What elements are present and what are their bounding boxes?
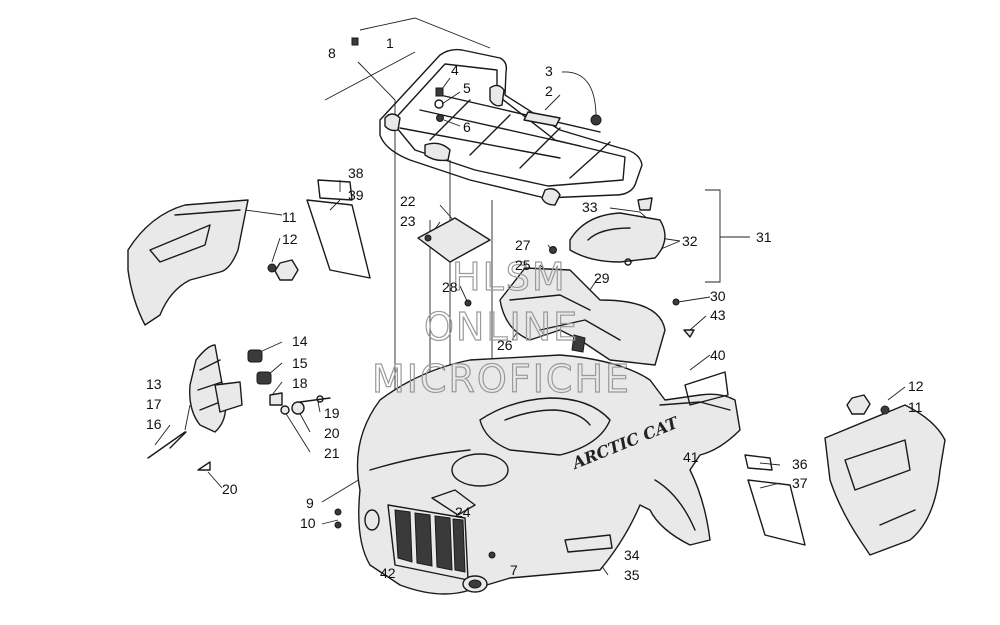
callout-14: 14: [292, 333, 308, 349]
headlight-housing: [189, 344, 243, 433]
callout-13: 13: [146, 376, 162, 392]
callout-31: 31: [756, 229, 772, 245]
callout-11-left: 11: [282, 209, 297, 225]
callout-19: 19: [324, 405, 340, 421]
front-rack: [379, 48, 643, 206]
callout-35: 35: [624, 567, 640, 583]
rack-decal: [523, 111, 561, 127]
front-grille: [387, 504, 469, 581]
callout-29: 29: [594, 270, 610, 286]
callout-42: 42: [380, 565, 396, 581]
right-decals: [744, 454, 806, 546]
callout-18: 18: [292, 375, 308, 391]
callout-4: 4: [451, 62, 459, 78]
callout-12-left: 12: [282, 231, 298, 247]
storage-plate: [417, 217, 491, 263]
callout-6: 6: [463, 119, 471, 135]
callout-33: 33: [582, 199, 598, 215]
callout-16: 16: [146, 416, 162, 432]
callout-22: 22: [400, 193, 416, 209]
left-panel-knob: [267, 259, 299, 281]
headlight-hardware: [147, 349, 331, 471]
body-fasteners: [334, 508, 496, 559]
right-side-panel: [824, 404, 946, 556]
callout-12-right: 12: [908, 378, 924, 394]
left-side-panel: [127, 199, 249, 326]
callout-26: 26: [497, 337, 513, 353]
callout-28: 28: [442, 279, 458, 295]
callout-41: 41: [683, 449, 699, 465]
callout-21: 21: [324, 445, 340, 461]
callout-38: 38: [348, 165, 364, 181]
left-decals: [306, 179, 371, 279]
callout-7: 7: [510, 562, 518, 578]
callout-30: 30: [710, 288, 726, 304]
rack-fasteners: [351, 37, 602, 126]
callout-10: 10: [300, 515, 316, 531]
callout-labels: 1 2 3 4 5 6 7 8 9 10 11 11 12 12 13 14 1…: [146, 35, 924, 583]
hood-plate: [431, 489, 476, 516]
callout-3: 3: [545, 63, 553, 79]
callout-37: 37: [792, 475, 808, 491]
callout-1: 1: [386, 35, 394, 51]
watermark-line2: ONLINE: [424, 305, 579, 349]
callout-8: 8: [328, 45, 336, 61]
callout-24: 24: [455, 504, 471, 520]
callout-32: 32: [682, 233, 698, 249]
right-panel-knob: [846, 394, 890, 415]
callout-15: 15: [292, 355, 308, 371]
watermark: HLSM ONLINE MICROFICHE: [371, 254, 631, 401]
callout-17: 17: [146, 396, 162, 412]
fog-lights: [364, 509, 488, 593]
callout-39: 39: [348, 187, 364, 203]
callout-43: 43: [710, 307, 726, 323]
storage-box: [464, 246, 666, 366]
callout-23: 23: [400, 213, 416, 229]
callout-34: 34: [624, 547, 640, 563]
callout-2: 2: [545, 83, 553, 99]
front-decal: [564, 534, 613, 553]
callout-9: 9: [306, 495, 314, 511]
storage-lid: [569, 197, 666, 266]
callout-20-right: 20: [324, 425, 340, 441]
callout-11-right: 11: [908, 399, 923, 415]
right-fender-decal: [684, 371, 729, 406]
callout-40: 40: [710, 347, 726, 363]
callout-20-bottom: 20: [222, 481, 238, 497]
small-fasteners: [672, 298, 695, 338]
watermark-line1: HLSM: [452, 255, 567, 299]
callout-25: 25: [515, 257, 531, 273]
callout-27: 27: [515, 237, 531, 253]
callout-5: 5: [463, 80, 471, 96]
callout-36: 36: [792, 456, 808, 472]
watermark-line3: MICROFICHE: [372, 357, 631, 401]
